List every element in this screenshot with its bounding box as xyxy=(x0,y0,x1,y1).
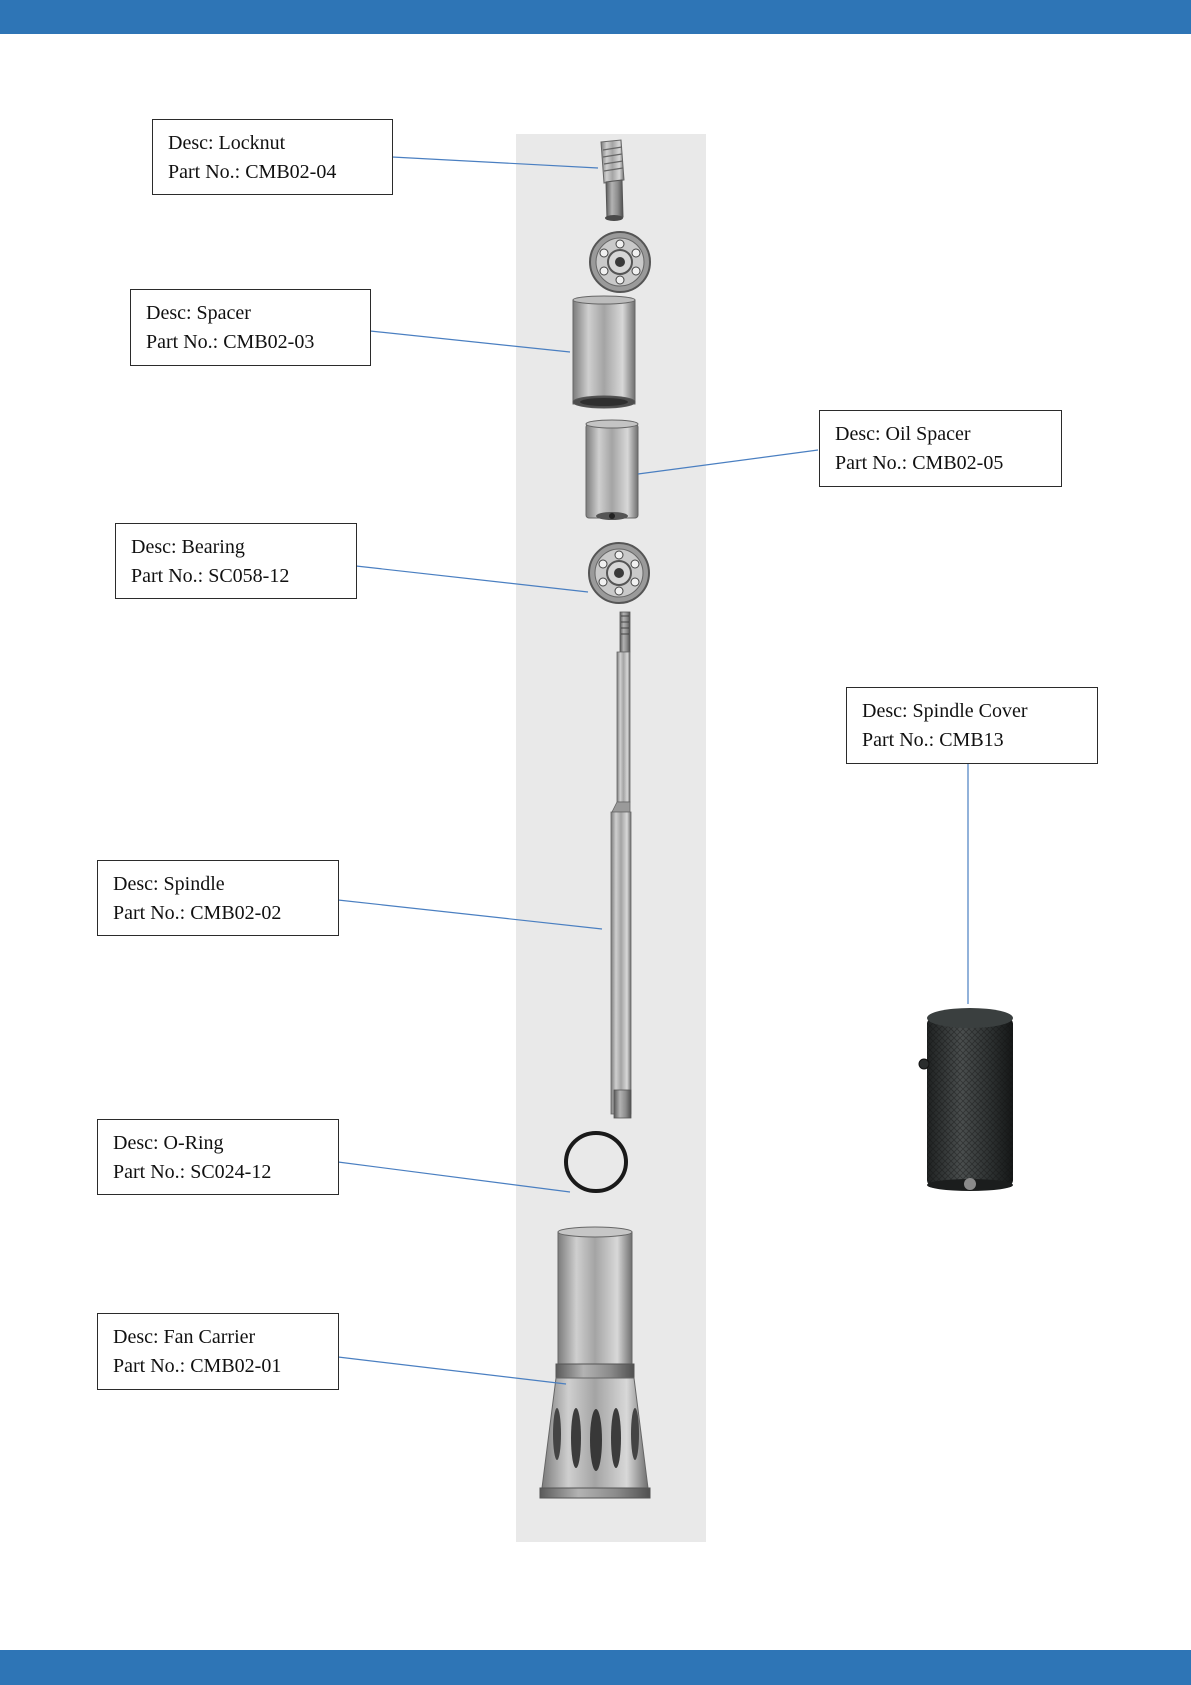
lower-bearing-part xyxy=(589,543,649,603)
spindle-cover-part xyxy=(919,1008,1013,1191)
callout-oil-spacer: Desc: Oil Spacer Part No.: CMB02-05 xyxy=(819,410,1062,487)
callout-spacer-desc: Desc: Spacer xyxy=(146,299,356,328)
o-ring-part xyxy=(566,1133,626,1191)
callout-spindle-cover-desc: Desc: Spindle Cover xyxy=(862,697,1083,726)
callout-spindle: Desc: Spindle Part No.: CMB02-02 xyxy=(97,860,339,936)
callout-bearing-desc: Desc: Bearing xyxy=(131,533,342,562)
callout-o-ring-desc: Desc: O-Ring xyxy=(113,1129,324,1158)
leader-line-spindle xyxy=(338,900,602,929)
leader-line-fan-carrier xyxy=(338,1357,566,1384)
spindle-part xyxy=(611,612,631,1118)
leader-line-bearing xyxy=(356,566,588,592)
footer-bar xyxy=(0,1650,1191,1685)
leader-lines xyxy=(338,157,968,1384)
callout-locknut-desc: Desc: Locknut xyxy=(168,129,378,158)
leader-line-o-ring xyxy=(338,1162,570,1192)
locknut-part xyxy=(601,140,624,221)
upper-bearing-part xyxy=(590,232,650,292)
callout-bearing-part-number: Part No.: SC058-12 xyxy=(131,562,342,591)
callout-locknut: Desc: Locknut Part No.: CMB02-04 xyxy=(152,119,393,195)
callout-oil-spacer-part-number: Part No.: CMB02-05 xyxy=(835,449,1047,478)
callout-o-ring: Desc: O-Ring Part No.: SC024-12 xyxy=(97,1119,339,1195)
callout-o-ring-part-number: Part No.: SC024-12 xyxy=(113,1158,324,1187)
callout-spindle-cover: Desc: Spindle Cover Part No.: CMB13 xyxy=(846,687,1098,764)
callout-spindle-cover-part-number: Part No.: CMB13 xyxy=(862,726,1083,755)
callout-spacer: Desc: Spacer Part No.: CMB02-03 xyxy=(130,289,371,366)
leader-line-spacer xyxy=(370,331,570,352)
callout-fan-carrier: Desc: Fan Carrier Part No.: CMB02-01 xyxy=(97,1313,339,1390)
callout-fan-carrier-part-number: Part No.: CMB02-01 xyxy=(113,1352,324,1381)
leader-line-locknut xyxy=(392,157,598,168)
callout-fan-carrier-desc: Desc: Fan Carrier xyxy=(113,1323,324,1352)
leader-line-oil-spacer xyxy=(638,450,818,474)
callout-locknut-part-number: Part No.: CMB02-04 xyxy=(168,158,378,187)
callout-bearing: Desc: Bearing Part No.: SC058-12 xyxy=(115,523,357,599)
fan-carrier-part xyxy=(540,1227,650,1498)
callout-spindle-desc: Desc: Spindle xyxy=(113,870,324,899)
spacer-part xyxy=(573,296,635,408)
oil-spacer-part xyxy=(586,420,638,520)
callout-spindle-part-number: Part No.: CMB02-02 xyxy=(113,899,324,928)
callout-spacer-part-number: Part No.: CMB02-03 xyxy=(146,328,356,357)
callout-oil-spacer-desc: Desc: Oil Spacer xyxy=(835,420,1047,449)
